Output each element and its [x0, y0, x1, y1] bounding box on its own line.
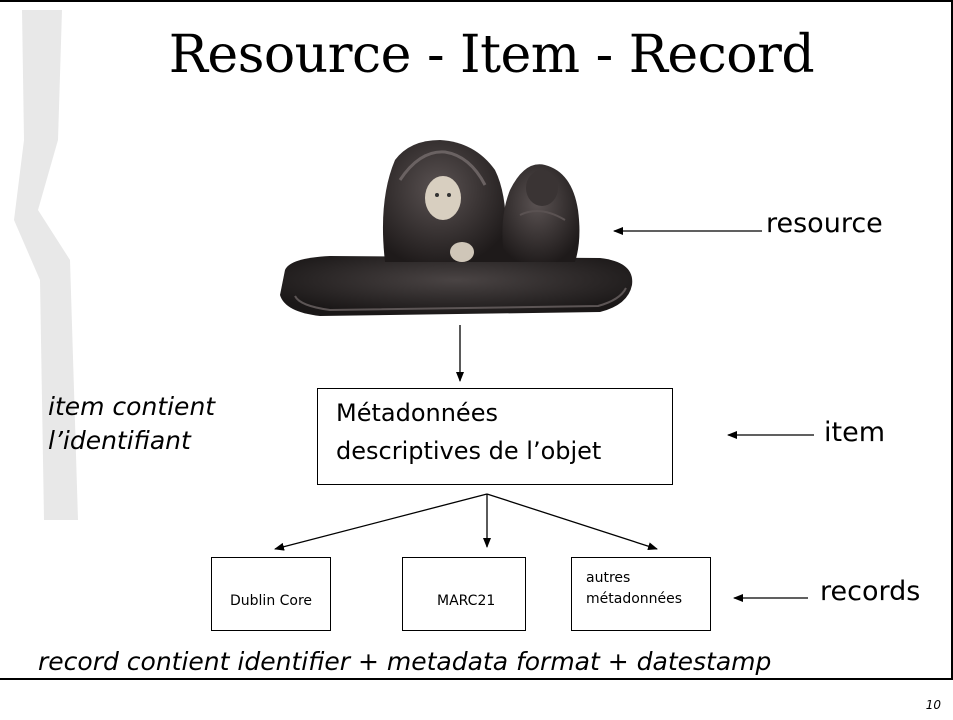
- item-box-line2: descriptives de l’objet: [336, 437, 602, 465]
- branch-left-arrow: [274, 493, 488, 551]
- item-box: Métadonnées descriptives de l’objet: [317, 388, 673, 485]
- record-box-dublin-core: Dublin Core: [211, 557, 331, 631]
- record-box-text-line2: métadonnées: [586, 591, 683, 607]
- page-number: 10: [925, 698, 941, 712]
- record-box-text-line1: autres: [586, 570, 631, 586]
- slide-frame: [0, 0, 953, 678]
- record-box-text: MARC21: [437, 593, 496, 609]
- slide-title: Resource - Item - Record: [168, 25, 815, 85]
- item-box-line1: Métadonnées: [336, 399, 498, 427]
- bracket-decoration: [14, 10, 78, 520]
- resource-label: resource: [766, 208, 883, 239]
- footer-rule: [0, 678, 953, 680]
- records-label: records: [820, 576, 921, 607]
- item-note-line1: item contient: [48, 392, 216, 421]
- item-label: item: [824, 417, 886, 448]
- branch-right-arrow: [486, 493, 658, 551]
- record-box-autres: autres métadonnées: [571, 557, 711, 631]
- record-box-text: Dublin Core: [230, 593, 313, 609]
- record-note: record contient identifier + metadata fo…: [38, 647, 772, 676]
- item-note-line2: l’identifiant: [48, 426, 191, 455]
- record-box-marc21: MARC21: [402, 557, 526, 631]
